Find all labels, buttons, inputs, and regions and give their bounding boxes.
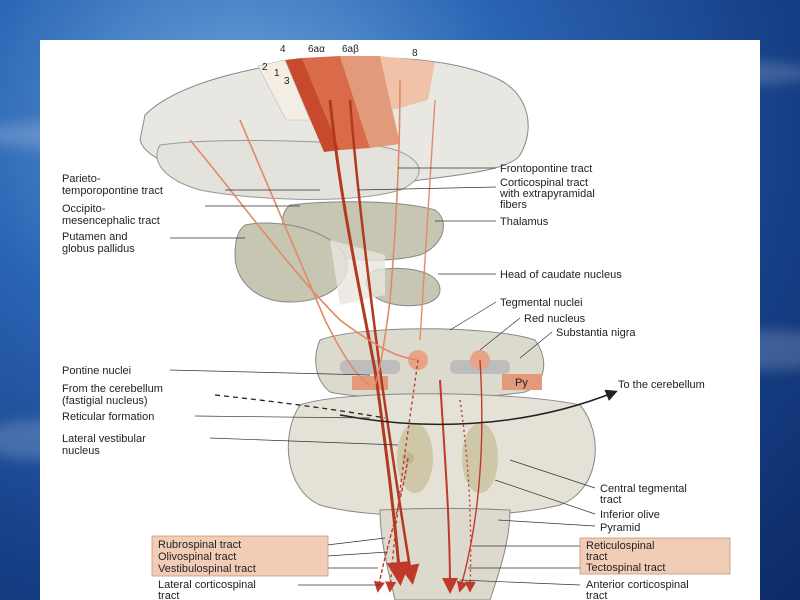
medulla-spinal-cord (379, 508, 511, 600)
area-2-label: 2 (262, 62, 268, 73)
pontine-label: Pontine nuclei (62, 365, 131, 377)
right-box-label-0b: tract (586, 551, 607, 563)
lat-vestibular-label-2: nucleus (62, 445, 100, 457)
area-4 (285, 58, 340, 152)
occipito-label-1: Occipito- (62, 203, 106, 215)
putamen-globus-pallidus (234, 222, 348, 303)
py-region-right (502, 374, 542, 390)
left-box-label-2: Vestibulospinal tract (158, 563, 256, 575)
lat-corticospinal-label-2: tract (158, 590, 179, 600)
red-nucleus-label: Red nucleus (524, 313, 586, 325)
diagram-panel: 4 6aα 6aβ 8 2 1 3 Py (40, 40, 760, 600)
right-tracts-box (579, 537, 731, 575)
frontopontine-tract (374, 79, 401, 386)
caudate-label: Head of caudate nucleus (500, 269, 622, 281)
pyramid-label: Pyramid (600, 522, 640, 534)
tegmental-fibers (419, 99, 436, 341)
reticular-label: Reticular formation (62, 411, 154, 423)
tectospinal-tract-line (456, 359, 483, 593)
corticospinal-tract (328, 99, 411, 586)
parieto-temporopontine-tract (239, 119, 371, 386)
vestibulospinal-tract-line (373, 457, 409, 593)
to-cerebellum-label: To the cerebellum (618, 379, 705, 391)
area-8-label: 8 (412, 48, 418, 59)
occipito-label-2: mesencephalic tract (62, 215, 160, 227)
cerebellum-from-label-1: From the cerebellum (62, 383, 163, 395)
left-tracts-box (151, 535, 329, 577)
area-1-label: 1 (274, 68, 280, 79)
left-box-label-1: Olivospinal tract (158, 551, 236, 563)
motor-pathways-diagram: 4 6aα 6aβ 8 2 1 3 Py (62, 44, 731, 600)
py-label: Py (515, 377, 528, 389)
from-cerebellum-arrow (214, 394, 386, 419)
central-tegmental-label-2: tract (600, 494, 621, 506)
central-tegmental-label-1: Central tegmental (600, 483, 687, 495)
inferior-olive-left (397, 423, 433, 493)
inferior-olive-label: Inferior olive (600, 509, 660, 521)
corticospinal-label-1: Corticospinal tract (500, 177, 588, 189)
area-6aa-label: 6aα (308, 44, 325, 55)
corticospinal-tract-2 (348, 99, 420, 585)
inferior-olive-right (462, 423, 498, 493)
pons (287, 393, 596, 517)
parieto-label-1: Parieto- (62, 173, 101, 185)
ant-corticospinal-label-2: tract (586, 590, 607, 600)
tegmental-label: Tegmental nuclei (500, 297, 583, 309)
corticospinal-label-2: with extrapyramidal (499, 188, 595, 200)
occipito-mesencephalic-tract (189, 139, 419, 361)
leader-lines (169, 167, 596, 586)
right-box-label-0a: Reticulospinal (586, 540, 654, 552)
substantia-label: Substantia nigra (556, 327, 636, 339)
right-box-label-1: Tectospinal tract (586, 562, 665, 574)
ant-corticospinal-label-1: Anterior corticospinal (586, 579, 689, 591)
parieto-label-2: temporopontine tract (62, 185, 163, 197)
anterior-corticospinal-tract (439, 379, 458, 594)
area-6ab (340, 56, 400, 148)
thalamus-label: Thalamus (500, 216, 549, 228)
to-cerebellum-arrow (339, 389, 618, 426)
postcentral-areas (257, 59, 311, 121)
area-8 (380, 56, 435, 110)
lat-vestibular-label-1: Lateral vestibular (62, 433, 146, 445)
putamen-label-2: globus pallidus (62, 243, 135, 255)
left-box-label-0: Rubrospinal tract (158, 539, 241, 551)
corticospinal-label-3: fibers (500, 199, 527, 211)
temporal-lobe (156, 139, 420, 200)
area-4-label: 4 (280, 44, 286, 55)
lat-corticospinal-label-1: Lateral corticospinal (158, 579, 256, 591)
putamen-label-1: Putamen and (62, 231, 127, 243)
area-6ab-label: 6aβ (342, 44, 359, 55)
area-3-label: 3 (284, 76, 290, 87)
cerebellum-from-label-2: (fastigial nucleus) (62, 395, 148, 407)
frontopontine-label: Frontopontine tract (500, 163, 592, 175)
py-region-left (352, 376, 388, 390)
